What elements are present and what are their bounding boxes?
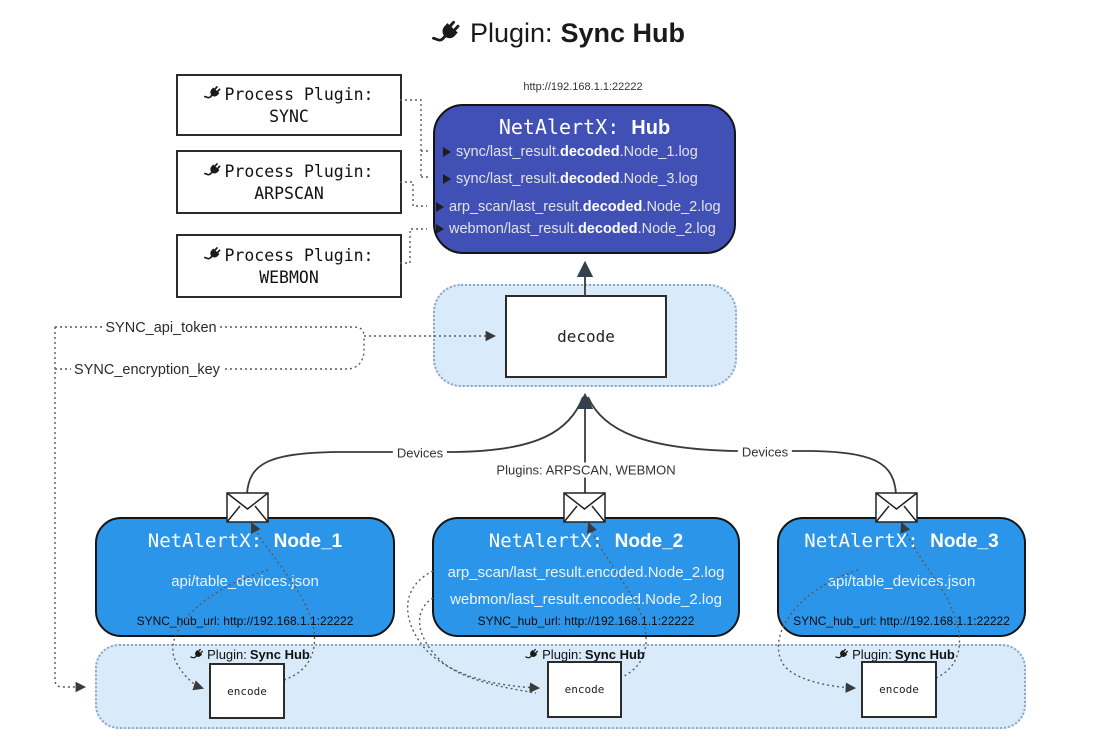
process-plugin-label: Process Plugin:	[224, 161, 374, 181]
decode-label: decode	[557, 327, 615, 346]
node3-file: api/table_devices.json	[827, 573, 976, 590]
process-plugin-arpscan-box: Process Plugin: ARPSCAN	[176, 150, 402, 214]
process-plugin-name: ARPSCAN	[254, 183, 324, 203]
node2-file: arp_scan/last_result.encoded.Node_2.log	[447, 564, 725, 581]
devices-left-label: Devices	[392, 445, 448, 461]
hub-title: NetAlertX: Hub	[498, 115, 671, 139]
node2-title: NetAlertX: Node_2	[488, 530, 684, 552]
hub-log-row: arp_scan/last_result.decoded.Node_2.log	[436, 199, 721, 215]
plug-icon	[204, 85, 222, 103]
encode3-box: encode	[861, 661, 937, 718]
page-title: Plugin: Sync Hub	[0, 18, 1117, 49]
title-name: Sync Hub	[560, 18, 686, 48]
encode1-box: encode	[209, 663, 285, 719]
edge-sync-to-hub	[400, 99, 428, 178]
node1-file: api/table_devices.json	[171, 573, 319, 590]
process-plugin-name: WEBMON	[259, 267, 319, 287]
arrow-right-icon	[443, 174, 451, 184]
devices-right-label: Devices	[737, 444, 793, 460]
process-plugin-name: SYNC	[269, 106, 309, 126]
hub-log-row: sync/last_result.decoded.Node_3.log	[443, 171, 698, 187]
hub-log-row: webmon/last_result.decoded.Node_2.log	[436, 221, 716, 237]
plug-icon	[525, 648, 539, 662]
node1-hub-url: SYNC_hub_url: http://192.168.1.1:22222	[136, 614, 354, 628]
process-plugin-label: Process Plugin:	[224, 245, 374, 265]
arrow-right-icon	[436, 224, 444, 234]
node2-hub-url: SYNC_hub_url: http://192.168.1.1:22222	[477, 614, 695, 628]
arrow-right-icon	[436, 202, 444, 212]
encode1-plugin-label: Plugin: Sync Hub	[190, 647, 310, 662]
node3-title: NetAlertX: Node_3	[804, 530, 999, 552]
hub-box: NetAlertX: Hub sync/last_result.decoded.…	[433, 104, 736, 254]
sync-encryption-key-label: SYNC_encryption_key	[71, 362, 223, 378]
process-plugin-sync-box: Process Plugin: SYNC	[176, 74, 402, 136]
plugins-edge-label: Plugins: ARPSCAN, WEBMON	[492, 462, 680, 478]
edge-webmon-to-hub	[400, 228, 427, 264]
sync-api-token-label: SYNC_api_token	[102, 320, 220, 336]
node3-box: NetAlertX: Node_3 api/table_devices.json…	[777, 517, 1026, 637]
plug-icon	[835, 648, 849, 662]
arrow-right-icon	[443, 147, 451, 157]
decode-box: decode	[505, 295, 667, 378]
encode-label: encode	[564, 683, 605, 696]
hub-log-row: sync/last_result.decoded.Node_1.log	[443, 144, 698, 160]
encode-label: encode	[879, 683, 919, 696]
plug-icon	[432, 19, 462, 49]
encode-label: encode	[227, 684, 267, 698]
title-prefix: Plugin:	[469, 18, 553, 48]
encode3-plugin-label: Plugin: Sync Hub	[835, 647, 955, 662]
encode2-box: encode	[547, 661, 622, 718]
node3-hub-url: SYNC_hub_url: http://192.168.1.1:22222	[793, 614, 1010, 628]
plug-icon	[190, 648, 204, 662]
plug-icon	[204, 246, 222, 264]
hub-url: http://192.168.1.1:22222	[523, 81, 643, 93]
node2-file: webmon/last_result.encoded.Node_2.log	[450, 591, 722, 608]
plug-icon	[204, 162, 222, 180]
node1-box: NetAlertX: Node_1 api/table_devices.json…	[95, 517, 395, 637]
process-plugin-label: Process Plugin:	[224, 84, 374, 104]
node1-title: NetAlertX: Node_1	[147, 530, 343, 552]
edge-keys-to-encoders	[54, 327, 87, 693]
encode2-plugin-label: Plugin: Sync Hub	[525, 647, 645, 662]
node2-box: NetAlertX: Node_2 arp_scan/last_result.e…	[432, 517, 740, 637]
edge-arpscan-to-hub	[400, 181, 427, 207]
process-plugin-webmon-box: Process Plugin: WEBMON	[176, 234, 402, 298]
